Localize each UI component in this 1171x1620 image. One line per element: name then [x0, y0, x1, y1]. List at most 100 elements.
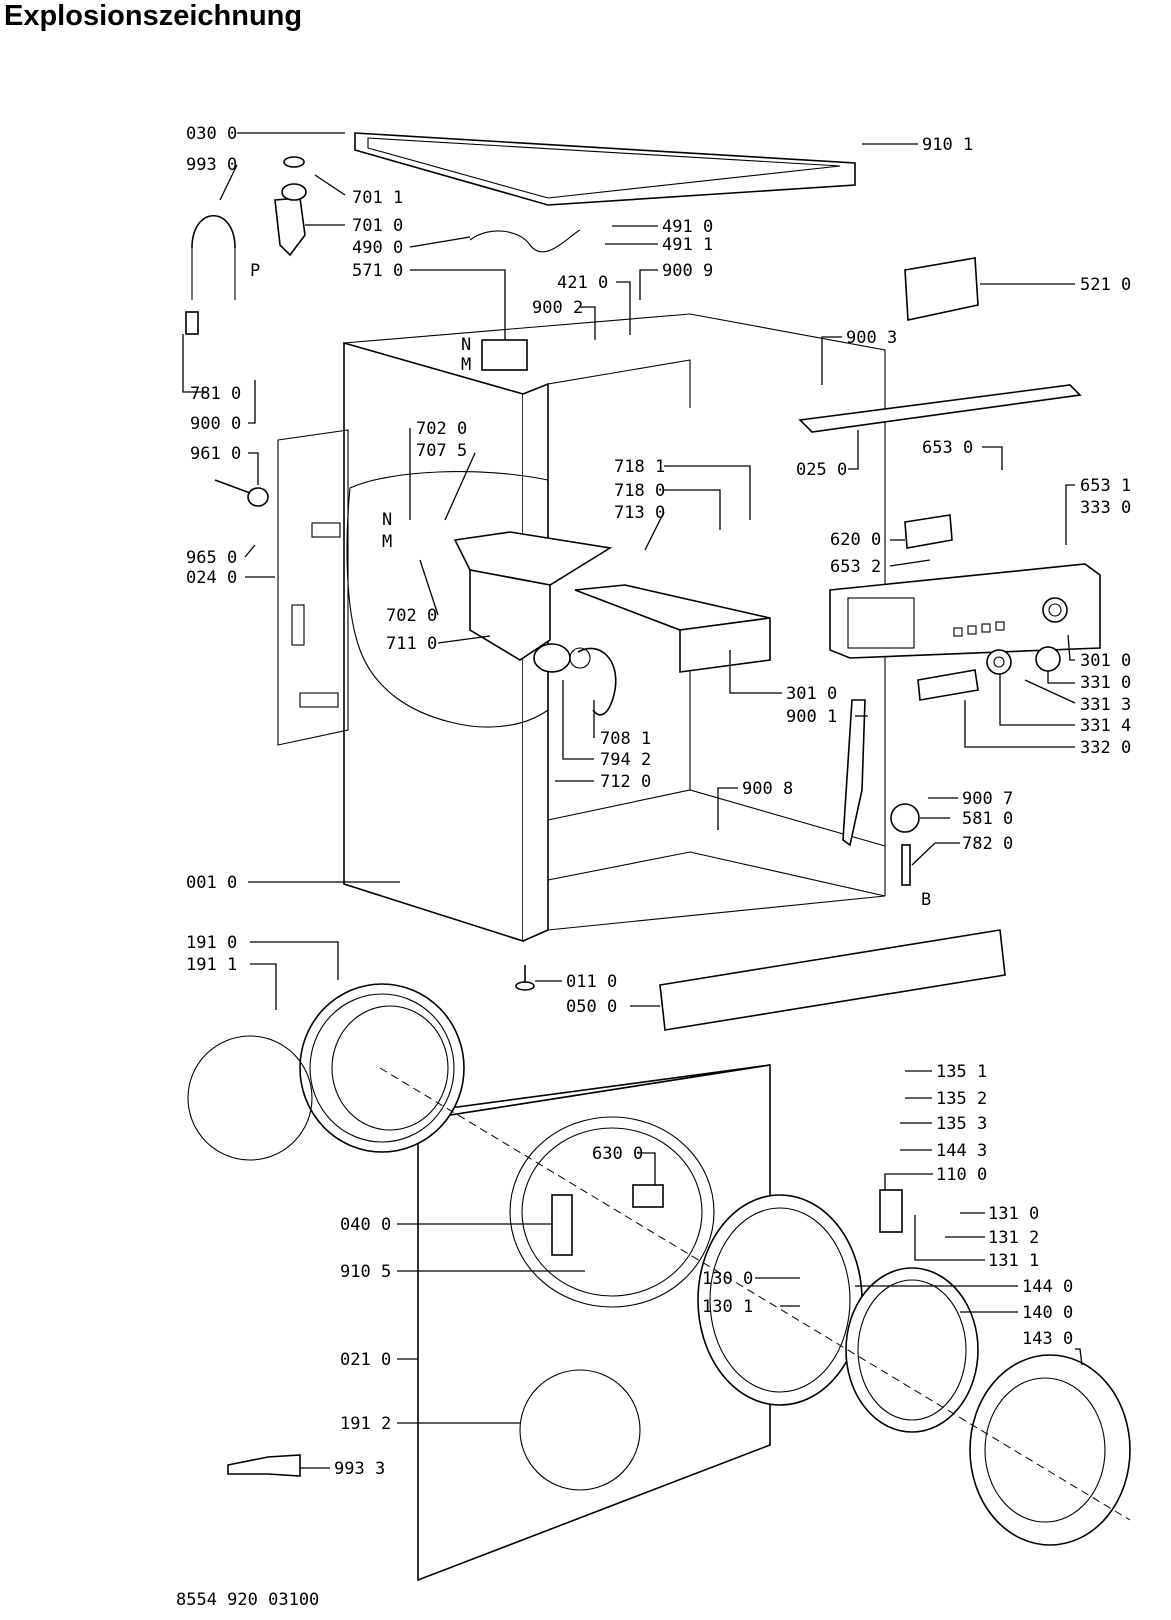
inlet-hose-drawing	[274, 156, 307, 257]
spring-hanger-drawing	[185, 214, 236, 335]
part-label: 718 0	[614, 481, 665, 501]
part-label: 191 2	[340, 1414, 391, 1434]
part-label: 653 2	[830, 557, 881, 577]
knob-drawing	[986, 646, 1061, 675]
part-label: 131 0	[988, 1204, 1039, 1224]
part-label: 135 2	[936, 1089, 987, 1109]
top-rail-drawing	[798, 384, 1082, 433]
part-label: 708 1	[600, 729, 651, 749]
part-label: 011 0	[566, 972, 617, 992]
handle-drawing	[879, 1189, 903, 1233]
part-label: 135 1	[936, 1062, 987, 1082]
part-label: 421 0	[557, 273, 608, 293]
part-label: 900 8	[742, 779, 793, 799]
part-label: 571 0	[352, 261, 403, 281]
door-axis-line	[379, 1067, 1131, 1521]
page-title: Explosionszeichnung	[4, 0, 303, 32]
dispenser-drawer-drawing	[574, 584, 771, 673]
part-label: 491 1	[662, 235, 713, 255]
marker-letter: N	[382, 510, 392, 530]
part-label: 001 0	[186, 873, 237, 893]
part-label: 900 9	[662, 261, 713, 281]
part-label: 701 1	[352, 188, 403, 208]
part-label: 331 0	[1080, 673, 1131, 693]
service-tool-drawing	[227, 1454, 301, 1477]
part-label: 140 0	[1022, 1303, 1073, 1323]
part-label: 135 3	[936, 1114, 987, 1134]
dispenser-group-outline	[346, 471, 549, 728]
leader-lines	[182, 132, 1083, 1469]
part-label: 900 1	[786, 707, 837, 727]
hose-drawing	[569, 647, 617, 716]
part-label: 702 0	[416, 419, 467, 439]
part-label: 900 0	[190, 414, 241, 434]
marker-letter: M	[461, 355, 471, 375]
marker-letters: N M P N M B	[250, 261, 931, 910]
part-label: 143 0	[1022, 1329, 1073, 1349]
marker-letter: B	[921, 890, 931, 910]
part-label: 110 0	[936, 1165, 987, 1185]
damper-drawing	[214, 479, 269, 507]
part-label: 702 0	[386, 606, 437, 626]
part-label: 131 2	[988, 1228, 1039, 1248]
top-cover-drawing	[354, 132, 856, 206]
door-glass-drawing	[845, 1267, 979, 1433]
part-label: 301 0	[1080, 651, 1131, 671]
part-label: 961 0	[190, 444, 241, 464]
part-label: 900 2	[532, 298, 583, 318]
door-seal-drawing	[187, 983, 465, 1161]
part-label: 030 0	[186, 124, 237, 144]
part-label: 131 1	[988, 1251, 1039, 1271]
lever-drawing	[842, 699, 866, 847]
door-lock-drawing	[632, 1184, 664, 1208]
button-set-drawing	[917, 669, 979, 701]
part-label: 040 0	[340, 1215, 391, 1235]
pressure-switch-drawing	[890, 803, 920, 886]
part-label: 024 0	[186, 568, 237, 588]
part-label: 050 0	[566, 997, 617, 1017]
valve-drawing	[481, 339, 528, 371]
part-label: 025 0	[796, 460, 847, 480]
part-label: 130 1	[702, 1297, 753, 1317]
part-label: 191 1	[186, 955, 237, 975]
document-number: 8554 920 03100	[176, 1590, 320, 1610]
part-label: 331 3	[1080, 695, 1131, 715]
part-label: 144 0	[1022, 1277, 1073, 1297]
part-label: 130 0	[702, 1269, 753, 1289]
part-label: 490 0	[352, 238, 403, 258]
door-outer-ring-drawing	[969, 1354, 1131, 1546]
part-label: 630 0	[592, 1144, 643, 1164]
part-label: 782 0	[962, 834, 1013, 854]
part-label: 781 0	[190, 384, 241, 404]
strip-drawing	[904, 514, 953, 549]
part-label: 910 1	[922, 135, 973, 155]
part-label: 993 3	[334, 1459, 385, 1479]
adjustable-foot-drawing	[515, 965, 535, 991]
marker-letter: N	[461, 335, 471, 355]
part-label: 521 0	[1080, 275, 1131, 295]
part-label: 653 0	[922, 438, 973, 458]
part-label: 581 0	[962, 809, 1013, 829]
part-label: 191 0	[186, 933, 237, 953]
part-label: 965 0	[186, 548, 237, 568]
part-label: 301 0	[786, 684, 837, 704]
part-label: 620 0	[830, 530, 881, 550]
electronic-module-drawing	[904, 257, 979, 321]
back-panel-drawing	[277, 429, 349, 746]
part-label: 993 0	[186, 155, 237, 175]
part-label: 712 0	[600, 772, 651, 792]
mains-cable-drawing	[469, 229, 581, 253]
part-label: 653 1	[1080, 476, 1131, 496]
control-panel-drawing	[829, 563, 1101, 659]
part-label: 144 3	[936, 1141, 987, 1161]
hinge-drawing	[551, 1194, 573, 1256]
part-label: 713 0	[614, 503, 665, 523]
dispenser-housing-drawing	[453, 531, 613, 673]
part-label: 491 0	[662, 217, 713, 237]
part-label: 701 0	[352, 216, 403, 236]
part-label: 332 0	[1080, 738, 1131, 758]
part-label: 331 4	[1080, 716, 1131, 736]
plinth-drawing	[659, 929, 1006, 1031]
part-label: 718 1	[614, 457, 665, 477]
